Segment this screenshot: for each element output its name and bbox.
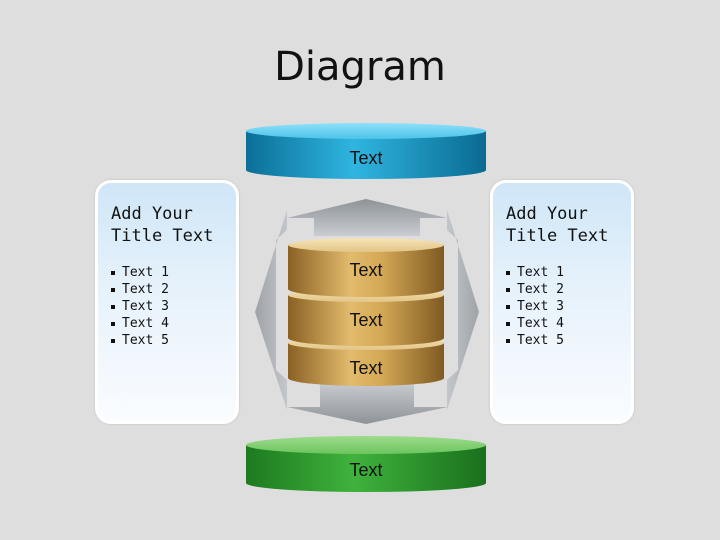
bullet-icon [111, 322, 115, 326]
up-arrow-icon [287, 199, 447, 236]
bottom-cylinder-label: Text [349, 460, 382, 480]
stack-disc-1-label: Text [349, 260, 382, 280]
left-panel-list: Text 1 Text 2 Text 3 Text 4 Text 5 [111, 264, 224, 349]
down-arrow-icon [287, 382, 448, 424]
right-panel: Add Your Title Text Text 1 Text 2 Text 3… [490, 180, 634, 424]
list-item: Text 4 [506, 315, 619, 332]
stack-disc-2-label: Text [349, 310, 382, 330]
list-item: Text 3 [111, 298, 224, 315]
bullet-icon [506, 339, 510, 343]
bullet-icon [111, 271, 115, 275]
stack-disc-1 [288, 238, 444, 297]
disc-stack [288, 238, 444, 386]
bullet-icon [111, 288, 115, 292]
list-item: Text 3 [506, 298, 619, 315]
bullet-icon [506, 271, 510, 275]
stack-disc-3-label: Text [349, 358, 382, 378]
left-panel: Add Your Title Text Text 1 Text 2 Text 3… [95, 180, 239, 424]
right-panel-list: Text 1 Text 2 Text 3 Text 4 Text 5 [506, 264, 619, 349]
bullet-icon [506, 322, 510, 326]
top-cylinder-label: Text [349, 148, 382, 168]
bottom-cylinder [246, 436, 486, 492]
left-panel-title: Add Your Title Text [111, 204, 214, 246]
bullet-icon [111, 305, 115, 309]
top-cylinder [246, 123, 486, 179]
bullet-icon [111, 339, 115, 343]
list-item: Text 4 [111, 315, 224, 332]
list-item: Text 1 [506, 264, 619, 281]
list-item: Text 5 [506, 332, 619, 349]
list-item: Text 5 [111, 332, 224, 349]
list-item: Text 1 [111, 264, 224, 281]
right-arrow-icon [447, 210, 479, 410]
page-title: Diagram [274, 44, 446, 90]
left-arrow-icon [255, 210, 287, 410]
right-panel-title: Add Your Title Text [506, 204, 609, 246]
list-item: Text 2 [111, 281, 224, 298]
bullet-icon [506, 288, 510, 292]
bullet-icon [506, 305, 510, 309]
list-item: Text 2 [506, 281, 619, 298]
